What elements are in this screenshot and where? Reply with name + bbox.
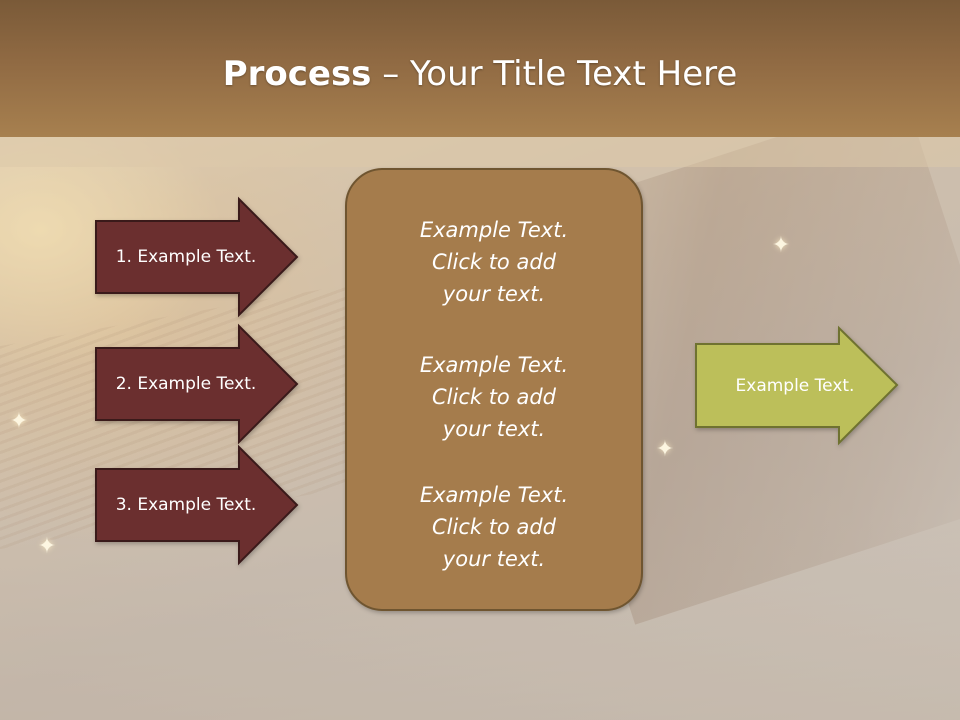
sparkle-icon: ✦ [9, 408, 29, 433]
process-step-label: 3. Example Text. [115, 495, 257, 515]
arrow-shape [95, 323, 299, 445]
sparkle-icon: ✦ [771, 232, 791, 257]
arrow-shape [95, 444, 299, 566]
process-step-arrow-1[interactable]: 1. Example Text. [95, 196, 299, 318]
center-text-3: Example Text. Click to add your text. [419, 483, 569, 571]
process-step-label: 2. Example Text. [115, 374, 257, 394]
center-text-1: Example Text. Click to add your text. [419, 218, 569, 306]
slide-title-rest: – Your Title Text Here [371, 54, 738, 94]
process-result-label: Example Text. [735, 376, 855, 396]
process-step-label: 1. Example Text. [115, 247, 257, 267]
arrow-shape [695, 325, 899, 446]
title-bar-strip [0, 137, 960, 167]
title-bar [0, 0, 960, 137]
sparkle-icon: ✦ [37, 533, 57, 558]
process-result-arrow[interactable]: Example Text. [695, 325, 899, 446]
center-text-2: Example Text. Click to add your text. [419, 353, 569, 441]
process-step-arrow-2[interactable]: 2. Example Text. [95, 323, 299, 445]
sparkle-icon: ✦ [655, 436, 675, 461]
process-step-arrow-3[interactable]: 3. Example Text. [95, 444, 299, 566]
arrow-shape [95, 196, 299, 318]
slide-title-bold: Process [222, 54, 372, 94]
process-center-box[interactable]: Example Text. Click to add your text. Ex… [345, 168, 643, 611]
slide-title[interactable]: Process – Your Title Text Here [0, 50, 960, 98]
